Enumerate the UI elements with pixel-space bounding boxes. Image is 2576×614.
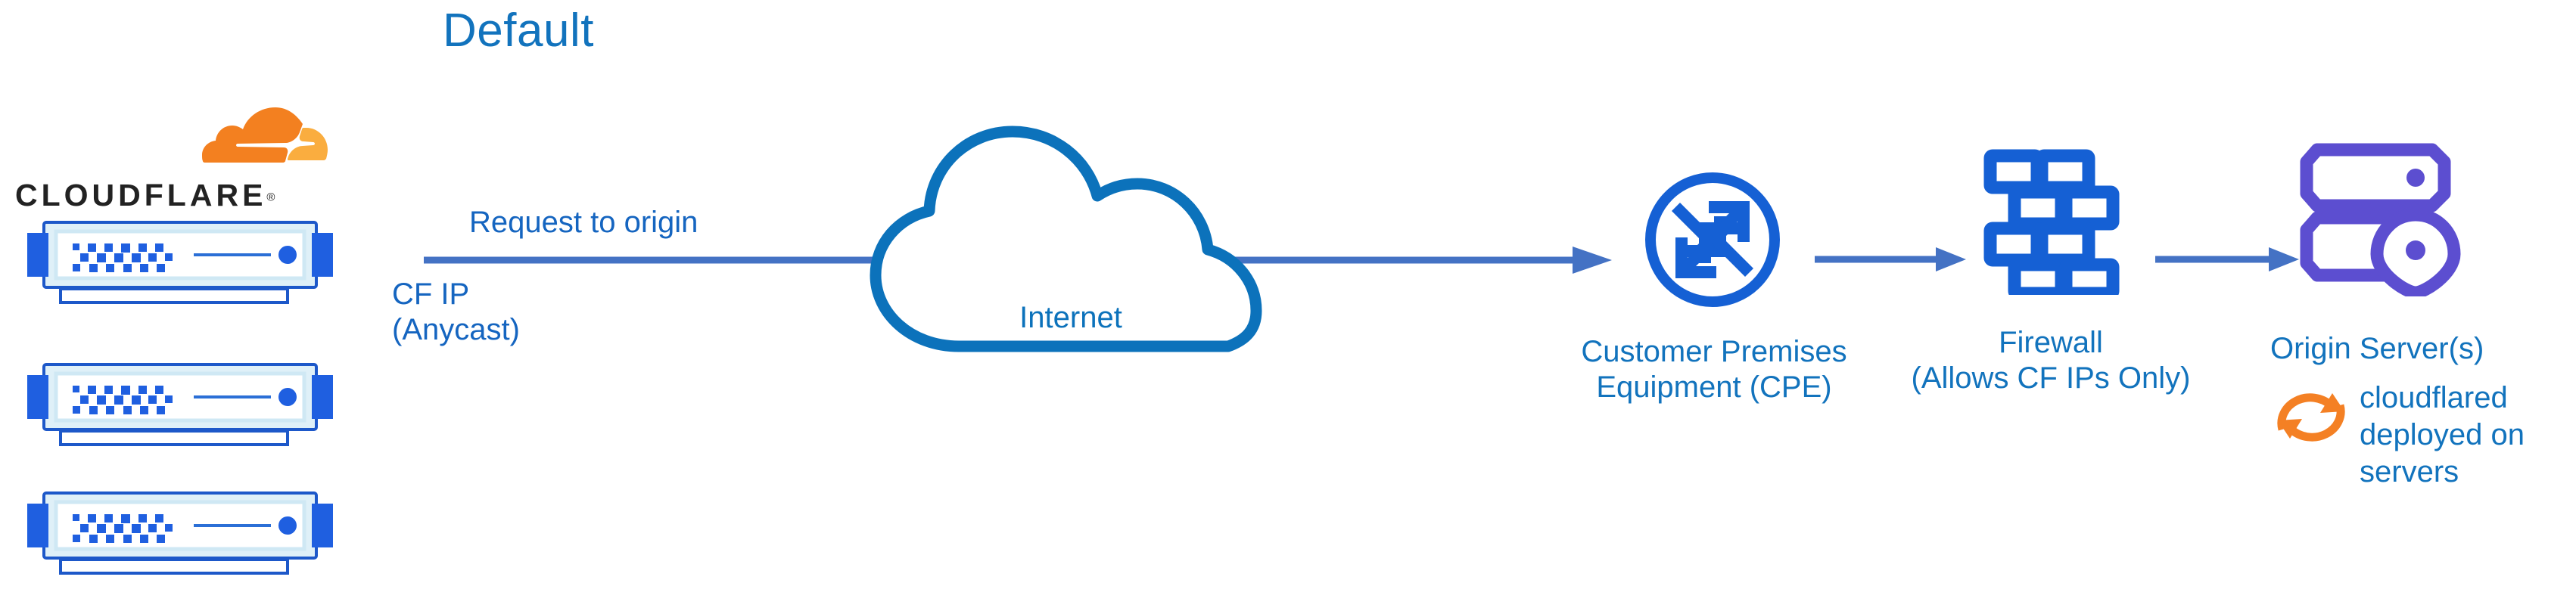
internet-label: Internet: [1019, 301, 1122, 334]
server-rack-icon: [27, 363, 333, 446]
cf-ip-line-2: (Anycast): [392, 313, 520, 347]
cloudflared-line-1: cloudflared: [2360, 381, 2508, 414]
cloud-icon: [870, 126, 1262, 352]
page-title: Default: [443, 5, 594, 57]
registered-trademark-icon: ®: [266, 191, 275, 204]
cf-ip-anycast-label: CF IP (Anycast): [392, 277, 520, 348]
firewall-label-line-1: Firewall: [1999, 326, 2103, 359]
firewall-label-line-2: (Allows CF IPs Only): [1911, 361, 2191, 395]
right-arrow-icon: [1815, 247, 1966, 271]
cloudflare-wordmark-text: CLOUDFLARE: [15, 178, 267, 212]
cloudflare-wordmark: CLOUDFLARE®: [15, 178, 333, 214]
server-location-pin-icon: [2300, 143, 2461, 296]
sync-refresh-icon: [2277, 393, 2345, 442]
cpe-label-line-2: Equipment (CPE): [1596, 371, 1832, 405]
cloudflared-label: cloudflared deployed on servers: [2360, 380, 2525, 490]
cloudflare-logo: CLOUDFLARE®: [15, 98, 341, 219]
brick-wall-icon: [1983, 149, 2120, 295]
cpe-label-line-1: Customer Premises: [1581, 335, 1847, 368]
cf-ip-line-1: CF IP: [392, 278, 470, 311]
cloudflare-cloud-icon: [202, 107, 328, 163]
cpe-label: Customer Premises Equipment (CPE): [1529, 334, 1899, 405]
server-rack-icon: [27, 492, 333, 575]
firewall-label: Firewall (Allows CF IPs Only): [1875, 325, 2226, 396]
request-to-origin-label: Request to origin: [469, 206, 698, 239]
cloudflared-line-2: deployed on: [2360, 417, 2525, 451]
origin-server-label: Origin Server(s): [2270, 332, 2484, 365]
server-rack-icon: [27, 221, 333, 304]
cloudflared-line-3: servers: [2360, 454, 2459, 488]
router-icon: [1645, 172, 1780, 307]
right-arrow-icon: [2155, 247, 2299, 271]
